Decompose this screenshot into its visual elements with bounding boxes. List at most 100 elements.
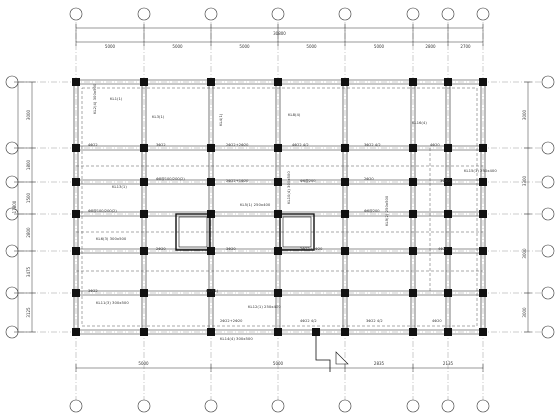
- axis-bubble-bottom: [476, 399, 490, 413]
- axis-bubble-top: [338, 7, 352, 21]
- dim-text-top-span: 5000: [374, 44, 385, 49]
- column: [140, 247, 148, 255]
- column: [444, 78, 452, 86]
- secondary-beam-outline: [81, 87, 478, 327]
- rebar-label: Φ8@100/200(2): [156, 177, 185, 181]
- beam-label: KL5(1) 250x400: [240, 202, 271, 207]
- dim-text-top-span: 5000: [172, 44, 183, 49]
- column: [207, 247, 215, 255]
- columns: [72, 78, 487, 336]
- axis-bubble-top: [476, 7, 490, 21]
- dim-text-top-span: 5000: [306, 44, 317, 49]
- rebar-label: 3Φ22 4/2: [364, 143, 381, 147]
- beam-label: KL3(1): [152, 114, 165, 119]
- axis-bubble-top: [204, 7, 218, 21]
- dim-text-left-span: 3475: [26, 266, 31, 277]
- rebar-label: 2Φ20: [364, 177, 374, 181]
- stair-openings: [175, 213, 349, 372]
- axis-bubble-bottom: [137, 399, 151, 413]
- beam-label: KL7(1): [206, 288, 219, 293]
- rebar-label: 4Φ22: [438, 247, 448, 251]
- axis-bubble-bottom: [406, 399, 420, 413]
- beam-label: KL10(4) 300x500: [286, 171, 291, 204]
- dim-text-right-span: 3000: [522, 109, 527, 120]
- axis-bubble-right: [541, 141, 555, 155]
- column: [409, 144, 417, 152]
- dim-text-bottom-span: 5000: [138, 361, 149, 366]
- dim-text-top-span: 2800: [425, 44, 436, 49]
- detail-line: [315, 336, 331, 372]
- beam-label: KL16(4): [412, 120, 427, 125]
- column: [140, 178, 148, 186]
- rebar-label: 2Φ22+2Φ20: [220, 319, 243, 323]
- column: [207, 289, 215, 297]
- column: [207, 178, 215, 186]
- column: [72, 144, 80, 152]
- column: [341, 144, 349, 152]
- axis-bubble-top: [441, 7, 455, 21]
- axis-bubble-right: [541, 75, 555, 89]
- rebar-label: Φ6@200: [300, 179, 316, 183]
- dim-text-left-span: 1800: [26, 159, 31, 170]
- axis-bubble-top: [137, 7, 151, 21]
- detail-marker: [335, 351, 349, 365]
- column: [274, 247, 282, 255]
- dim-text-left-span: 3125: [26, 307, 31, 318]
- column: [409, 78, 417, 86]
- column: [479, 289, 487, 297]
- rebar-label: 2Φ22+1Φ20: [226, 179, 249, 183]
- dim-text-right-span: 3000: [522, 248, 527, 259]
- column: [72, 328, 80, 336]
- axis-bubble-right: [541, 325, 555, 339]
- rebar-label: 3Φ22: [88, 289, 98, 293]
- axis-bubble-top: [406, 7, 420, 21]
- beam-label: KL11(3) 300x500: [96, 300, 129, 305]
- beam-label: KL4(1): [218, 113, 223, 126]
- column: [207, 144, 215, 152]
- column: [72, 247, 80, 255]
- column: [274, 210, 282, 218]
- rebar-label: 4Φ20: [432, 319, 442, 323]
- column: [444, 178, 452, 186]
- beam-label: KL2(4) 300x500: [92, 83, 97, 114]
- axis-bubble-bottom: [69, 399, 83, 413]
- column: [444, 328, 452, 336]
- column: [341, 328, 349, 336]
- axis-bubble-bottom: [271, 399, 285, 413]
- column: [140, 210, 148, 218]
- column: [140, 144, 148, 152]
- beam-label: KL15(1) 250x400: [464, 168, 497, 173]
- rebar-label: 4Φ22: [88, 143, 98, 147]
- column: [274, 328, 282, 336]
- beam-label: KL9(2) 250x500: [384, 195, 389, 226]
- rebar-label: Φ6@200: [364, 209, 380, 213]
- beam-label: KL8(4): [288, 112, 301, 117]
- column: [479, 328, 487, 336]
- rebar-label: 4Φ20: [430, 143, 440, 147]
- column: [207, 78, 215, 86]
- dim-text-top-span: 5000: [239, 44, 250, 49]
- column: [341, 178, 349, 186]
- column: [274, 178, 282, 186]
- dim-text-top-span: 5000: [105, 44, 116, 49]
- axis-bubble-right: [541, 207, 555, 221]
- rebar-label: 2Φ22+2Φ20: [226, 143, 249, 147]
- rebar-label: 3Φ22: [156, 143, 166, 147]
- rebar-label: 2Φ22+1Φ20: [300, 247, 323, 251]
- beam-label: KL13(1): [112, 184, 127, 189]
- dimension-lines: [14, 24, 532, 372]
- rebar-label: Φ8@100/200(2): [88, 209, 117, 213]
- column: [479, 78, 487, 86]
- dim-text-left-overall: 17800: [12, 200, 17, 213]
- beam-label: KL14(4) 300x500: [220, 336, 253, 341]
- beam-label: KL12(1) 250x400: [248, 304, 281, 309]
- column: [479, 178, 487, 186]
- rebar-label: 3Φ22 4/2: [366, 319, 383, 323]
- dim-text-bottom-span: 2835: [374, 361, 385, 366]
- column: [341, 289, 349, 297]
- dim-text-right-span: 3300: [522, 175, 527, 186]
- column: [341, 247, 349, 255]
- column: [444, 210, 452, 218]
- axis-bubble-right: [541, 244, 555, 258]
